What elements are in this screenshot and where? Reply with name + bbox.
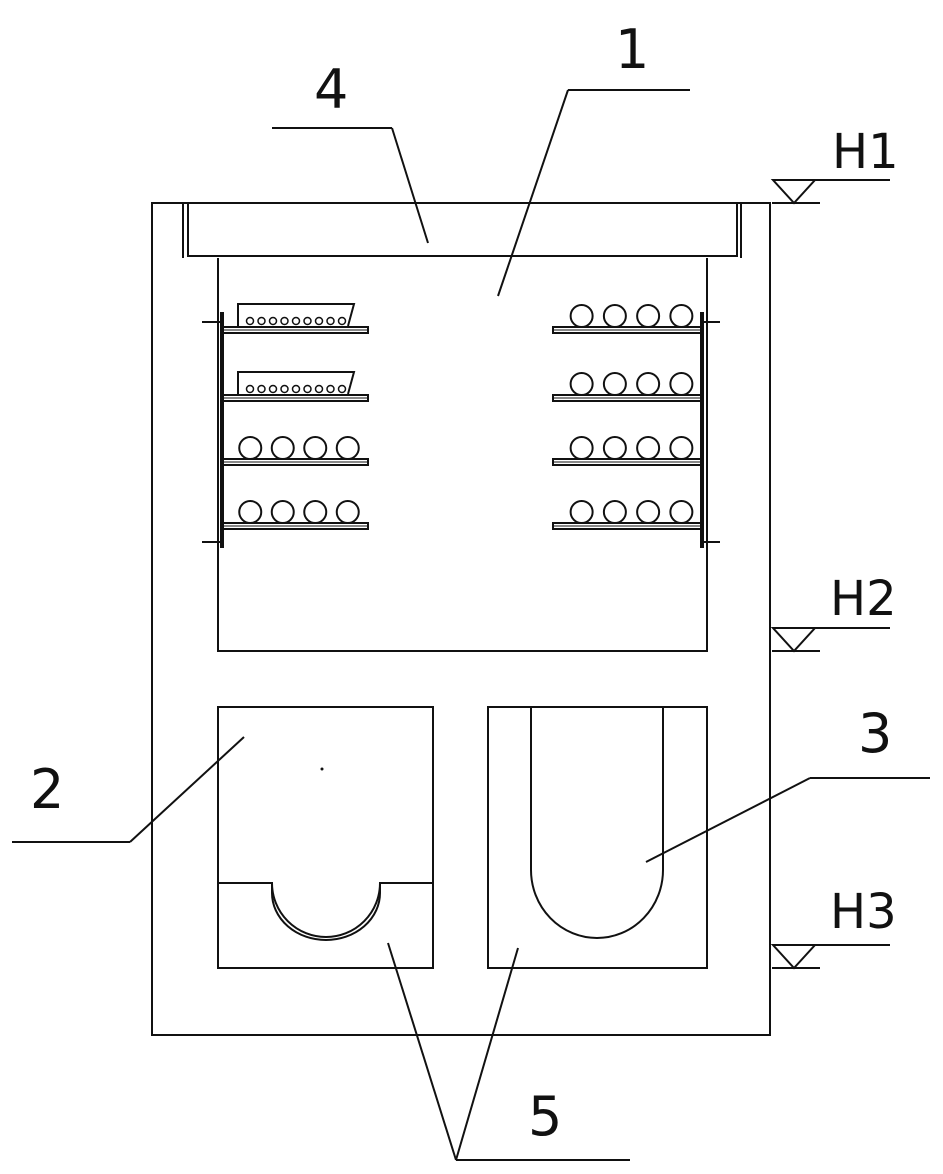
- left-rack-cable: [257, 316, 266, 326]
- upper-compartment: [217, 258, 708, 652]
- right-rack-pipe: [602, 500, 627, 524]
- center-dot: [320, 767, 324, 771]
- right-rack-pipe: [569, 372, 594, 396]
- rack-content: [221, 303, 703, 530]
- lower-left-cradle: [218, 882, 433, 938]
- leader-2: [129, 736, 245, 843]
- leader-4: [391, 127, 429, 244]
- level-marker-h1: [770, 179, 890, 205]
- left-rack-pipe: [303, 436, 328, 460]
- left-rack-cable: [303, 384, 312, 394]
- u-channel: [530, 707, 664, 939]
- cover-plate: [187, 202, 738, 257]
- leader-3: [645, 777, 811, 863]
- right-rack-pipe: [669, 436, 694, 460]
- left-rack-cable: [326, 384, 335, 394]
- right-rack-pipe: [669, 372, 694, 396]
- left-rack-cable: [337, 316, 347, 326]
- leader-5b: [455, 947, 519, 1161]
- left-rack-cable: [303, 316, 312, 326]
- leader-5a: [387, 942, 457, 1161]
- left-rack-cable: [280, 316, 289, 326]
- left-rack-pipe: [270, 436, 295, 460]
- left-rack-pipe: [270, 500, 295, 524]
- right-rack-pipe: [669, 304, 694, 328]
- right-rack-pipe: [569, 500, 594, 524]
- left-rack-pipe: [303, 500, 328, 524]
- lower-left-compartment: [217, 706, 434, 969]
- label-3: 3: [858, 702, 892, 765]
- right-rack-pipe: [602, 436, 627, 460]
- lower-left-cradle-curve: [271, 883, 381, 941]
- left-rack-cable: [314, 384, 324, 394]
- left-rack-pipe: [335, 500, 360, 524]
- label-h1: H1: [832, 124, 899, 180]
- left-rack-cable: [326, 316, 335, 326]
- left-rack-cable: [337, 384, 347, 394]
- right-rack-pipe: [636, 500, 661, 524]
- label-1: 1: [615, 18, 649, 81]
- right-rack-pipe: [669, 500, 694, 524]
- right-rack-pipe: [602, 304, 627, 328]
- left-rack-cable: [268, 384, 278, 394]
- label-5: 5: [528, 1085, 562, 1148]
- left-rack-pipe: [335, 436, 360, 460]
- left-rack-cable: [314, 316, 324, 326]
- right-rack-pipe: [636, 304, 661, 328]
- left-rack-cable: [245, 384, 255, 394]
- right-rack-pipe: [569, 436, 594, 460]
- right-rack-pipe: [569, 304, 594, 328]
- left-rack-pipe: [238, 500, 263, 524]
- left-rack-cable: [291, 384, 301, 394]
- level-marker-h2: [770, 627, 890, 653]
- left-rack-cable: [268, 316, 278, 326]
- left-rack-cable-tray: [237, 371, 356, 395]
- right-rack-pipe: [602, 372, 627, 396]
- leader-1: [497, 89, 569, 297]
- label-4: 4: [314, 58, 348, 121]
- right-rack-pipe: [636, 372, 661, 396]
- left-rack-cable: [257, 384, 266, 394]
- label-h2: H2: [830, 571, 897, 627]
- level-marker-h3: [770, 944, 890, 970]
- left-rack-pipe: [238, 436, 263, 460]
- label-h3: H3: [830, 884, 897, 940]
- left-rack-cable-tray: [237, 303, 356, 327]
- left-rack-cable: [245, 316, 255, 326]
- left-rack-cable: [280, 384, 289, 394]
- left-rack-cable: [291, 316, 301, 326]
- lower-right-compartment: [487, 706, 708, 969]
- label-2: 2: [30, 758, 64, 821]
- right-rack-pipe: [636, 436, 661, 460]
